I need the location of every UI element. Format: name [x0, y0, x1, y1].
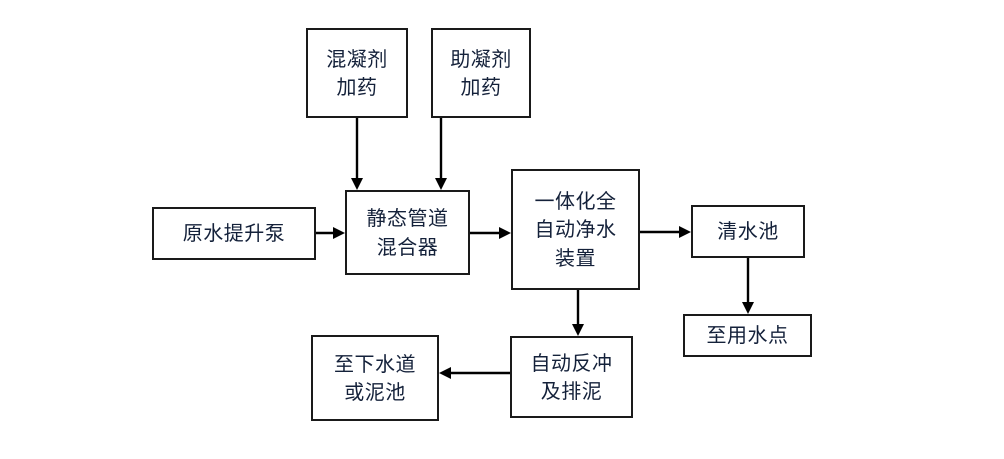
node-label-line: 自动净水 — [534, 217, 617, 242]
node-label-line: 静态管道 — [366, 206, 449, 231]
node-label-line: 及排泥 — [540, 379, 603, 403]
node-label-line: 原水提升泵 — [182, 221, 286, 246]
arrowhead-icon — [742, 302, 754, 314]
node-label-line: 一体化全 — [534, 188, 617, 213]
node-label-line: 清水池 — [717, 219, 779, 244]
node-static-pipe-mixer[interactable]: 静态管道混合器 — [345, 190, 470, 275]
node-flocculant-aid-dosing[interactable]: 助凝剂加药 — [431, 28, 531, 118]
node-integrated-purifier[interactable]: 一体化全自动净水装置 — [511, 169, 640, 290]
node-label-line: 加药 — [460, 75, 502, 99]
edge-pump-to-mixer — [316, 227, 345, 239]
node-clear-water-tank[interactable]: 清水池 — [691, 205, 805, 258]
node-to-water-point[interactable]: 至用水点 — [683, 314, 812, 357]
edge-mixer-to-purifier — [470, 227, 511, 239]
edge-flocculant-to-mixer — [435, 118, 447, 190]
arrowhead-icon — [499, 227, 511, 239]
node-label-line: 至用水点 — [706, 323, 789, 348]
node-label-line: 混凝剂 — [326, 46, 388, 71]
arrowhead-icon — [435, 178, 447, 190]
edge-purifier-to-backwash — [572, 290, 584, 336]
node-label-line: 加药 — [336, 75, 378, 99]
arrowhead-icon — [351, 178, 363, 190]
node-label-line: 混合器 — [376, 234, 439, 259]
arrowhead-icon — [333, 227, 345, 239]
node-label-line: 装置 — [555, 245, 596, 270]
node-auto-backwash[interactable]: 自动反冲及排泥 — [510, 336, 633, 418]
node-to-sewer-or-mudpit[interactable]: 至下水道或泥池 — [311, 335, 439, 421]
node-raw-water-pump[interactable]: 原水提升泵 — [152, 207, 316, 260]
node-label-line: 至下水道 — [334, 351, 416, 376]
node-coagulant-dosing[interactable]: 混凝剂加药 — [306, 28, 408, 118]
arrowhead-icon — [679, 226, 691, 238]
node-label-line: 或泥池 — [344, 380, 406, 404]
edge-tank-to-water-point — [742, 258, 754, 314]
node-label-line: 自动反冲 — [530, 350, 613, 375]
arrowhead-icon — [439, 367, 451, 379]
node-label-line: 助凝剂 — [450, 46, 512, 71]
arrowhead-icon — [572, 324, 584, 336]
edge-coagulant-to-mixer — [351, 118, 363, 190]
edge-backwash-to-sewer — [439, 367, 510, 379]
edge-purifier-to-tank — [640, 226, 691, 238]
